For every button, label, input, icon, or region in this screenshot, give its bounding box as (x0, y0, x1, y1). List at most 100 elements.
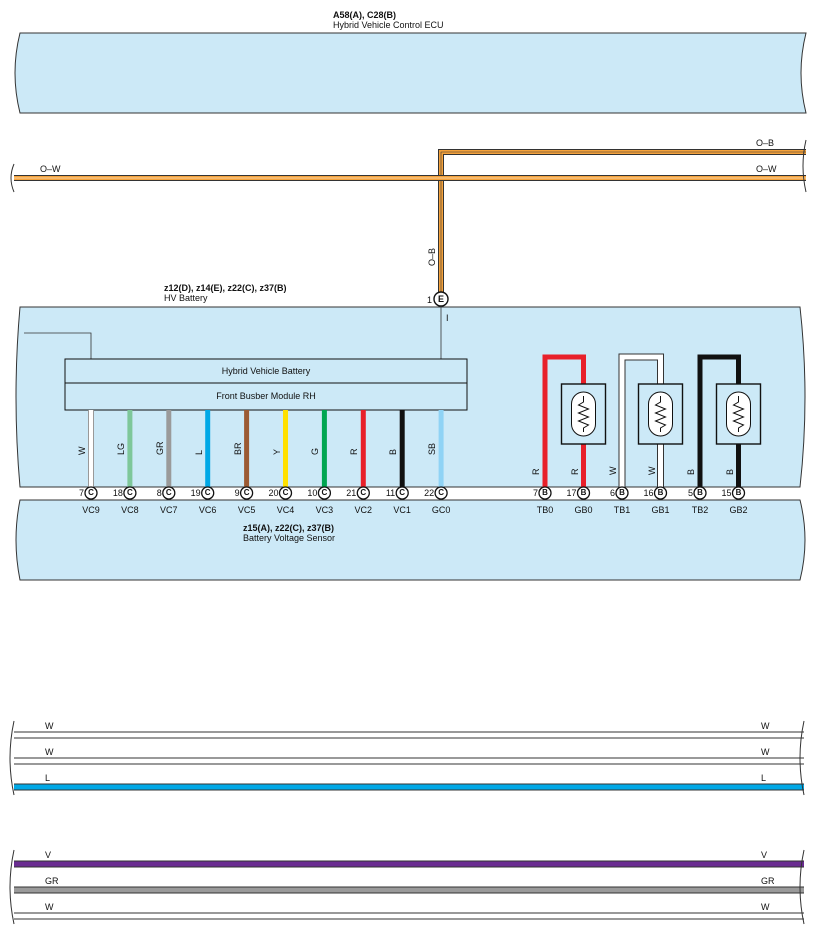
pin-number-gb2: 15 (721, 488, 732, 498)
pin-gb0 (576, 486, 591, 500)
pin-gc0 (434, 486, 448, 500)
pin-vc6-letter: C (204, 488, 211, 497)
pin-tb1-letter: B (619, 488, 625, 497)
sensor-panel (15, 499, 806, 581)
harness-group2-left-label-0: V (45, 850, 52, 860)
signal-vc9: VC9 (82, 505, 100, 515)
thermistor-body-2 (726, 391, 751, 437)
wire-color-vc2: R (349, 448, 360, 456)
e-pin-number: 1 (426, 295, 432, 305)
wire-color-tb0: R (531, 468, 541, 476)
harness-group2-right-label-1: GR (761, 876, 775, 886)
signal-vc4: VC4 (276, 505, 295, 515)
pin-number-vc5: 9 (234, 488, 240, 498)
harness-group2-right-label-0: V (761, 850, 768, 860)
ecu-connector-label: A58(A), C28(B) (333, 10, 397, 20)
pin-number-tb1: 6 (609, 488, 615, 498)
pin-tb2 (693, 486, 707, 500)
right-ow-label: O–W (756, 164, 777, 174)
pin-number-gb0: 17 (566, 488, 577, 498)
harness-group1-break-right (799, 720, 805, 796)
harness-group2-left-label-2: W (45, 902, 54, 912)
wire-color-vc8: LG (115, 442, 126, 455)
pin-vc8-letter: C (127, 488, 133, 497)
pin-number-gb1: 16 (643, 488, 654, 498)
pin-vc3-letter: C (321, 488, 328, 497)
harness-group2-break-left (9, 849, 15, 925)
pin-gb1 (653, 486, 668, 500)
pin-vc9 (84, 486, 98, 500)
harness-group2-right-label-2: W (761, 902, 770, 912)
pin-vc3 (317, 486, 332, 500)
pin-number-vc7: 8 (156, 488, 162, 498)
pin-vc1 (395, 486, 409, 500)
thermistor-icon-1 (654, 396, 667, 432)
thermistor-icon-2 (732, 396, 745, 432)
signal-vc2: VC2 (354, 505, 373, 515)
e-pin-connector: E (437, 294, 444, 304)
pin-vc6 (201, 486, 215, 500)
pin-number-vc3: 10 (307, 488, 318, 498)
harness-group1-right-label-0: W (761, 721, 770, 731)
harness-group1-right-label-1: W (761, 747, 770, 757)
harness-group1-right-label-2: L (761, 773, 767, 783)
pin-gb0-letter: B (580, 488, 587, 497)
pin-vc5 (239, 486, 254, 500)
signal-gb2: GB2 (729, 505, 748, 515)
pin-vc5-letter: C (243, 488, 250, 497)
wire-color-gb1: W (646, 466, 657, 476)
ob-wire (438, 149, 806, 292)
signal-gb0: GB0 (574, 505, 593, 515)
pin-number-vc6: 19 (190, 488, 201, 498)
signal-vc8: VC8 (121, 505, 139, 515)
pin-number-tb0: 7 (532, 488, 538, 498)
signal-vc7: VC7 (160, 505, 178, 515)
harness-group1-left-label-2: L (45, 773, 51, 783)
pin-gb2-letter: B (735, 488, 742, 497)
wire-color-vc7: GR (154, 441, 165, 456)
wire-break-left (10, 163, 15, 193)
tsensor-loop-1 (619, 354, 663, 487)
sensor-name-label: Battery Voltage Sensor (243, 533, 336, 543)
ecu-name-label: Hybrid Vehicle Control ECU (333, 20, 444, 30)
wire-color-vc3: G (310, 447, 321, 455)
left-ow-label: O–W (40, 164, 61, 174)
hv-battery-name-label: HV Battery (164, 293, 208, 303)
right-ob-label: O–B (756, 138, 775, 148)
pin-tb2-letter: B (697, 488, 703, 497)
harness-group1-left-label-0: W (45, 721, 54, 731)
pin-vc7-letter: C (165, 488, 172, 497)
thermistor-body-0 (571, 391, 596, 437)
wire-color-vc6: L (193, 449, 204, 455)
pin-vc1-letter: C (399, 488, 406, 497)
wire-color-gb2: B (724, 468, 735, 475)
pin-gb2 (731, 486, 746, 500)
pin-vc2-letter: C (360, 488, 367, 497)
thermistor-body-1 (648, 391, 673, 437)
wire-color-tb2: B (686, 468, 696, 475)
pin-vc9-letter: C (88, 488, 94, 497)
pin-number-vc1: 11 (385, 488, 396, 498)
ecu-panel (14, 32, 807, 114)
signal-tb2: TB2 (691, 505, 709, 515)
signal-tb1: TB1 (613, 505, 631, 515)
pin-tb0-letter: B (542, 488, 548, 497)
e-wire-mark: I (446, 313, 449, 323)
pin-number-tb2: 5 (687, 488, 693, 498)
harness-group1-left-label-1: W (45, 747, 54, 757)
wire-color-gb0: R (569, 468, 580, 476)
pin-number-vc4: 20 (268, 488, 279, 498)
busbar-module-box (64, 382, 468, 411)
pin-vc4 (278, 486, 293, 500)
signal-tb0: TB0 (536, 505, 554, 515)
wire-color-vc1: B (388, 448, 399, 455)
pin-vc7 (162, 486, 176, 500)
pin-tb0 (538, 486, 552, 500)
wire-break-right (802, 139, 807, 193)
pin-number-vc2: 21 (346, 488, 357, 498)
busbar-module-label: Front Busber Module RH (216, 391, 316, 401)
pin-vc8 (123, 486, 137, 500)
pin-number-vc9: 7 (78, 488, 84, 498)
signal-gb1: GB1 (651, 505, 670, 515)
